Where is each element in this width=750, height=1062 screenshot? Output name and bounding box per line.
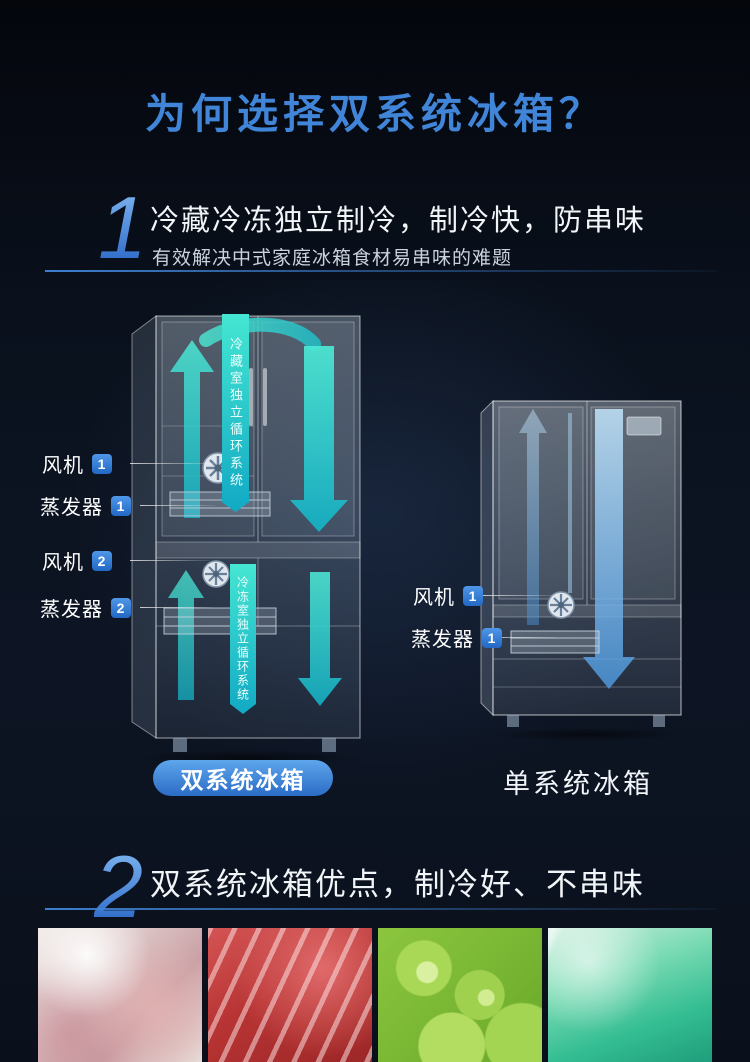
freezer-circulation-ribbon: 冷冻室独立循环系统 bbox=[230, 564, 256, 714]
evaporator-icon-2 bbox=[163, 607, 277, 635]
leader-line bbox=[130, 560, 210, 561]
leader-line bbox=[488, 637, 556, 638]
airflow-down-arrow bbox=[290, 346, 348, 532]
callout-single-evaporator-1: 蒸发器 1 bbox=[411, 623, 502, 652]
airflow-arrows bbox=[519, 409, 635, 689]
fridge-floor-shadow bbox=[488, 728, 688, 741]
callout-label: 风机 bbox=[42, 552, 84, 574]
callout-label: 蒸发器 bbox=[40, 497, 103, 519]
leader-line bbox=[478, 595, 558, 596]
airflow-top-arc bbox=[199, 317, 321, 351]
callout-single-fan-1: 风机 1 bbox=[413, 581, 483, 610]
section-1-heading: 冷藏冷冻独立制冷，制冷快，防串味 bbox=[150, 205, 647, 237]
callout-number-badge: 1 bbox=[482, 627, 502, 648]
section-2-divider bbox=[45, 908, 717, 910]
leader-line bbox=[140, 607, 212, 608]
fan-icon-2 bbox=[202, 560, 230, 588]
callout-number-badge: 2 bbox=[111, 597, 131, 618]
section-1-subheading: 有效解决中式家庭冰箱食材易串味的难题 bbox=[152, 248, 513, 269]
airflow-up-arrow bbox=[519, 409, 547, 625]
section-2-heading: 双系统冰箱优点，制冷好、不串味 bbox=[150, 867, 645, 902]
single-fridge-svg bbox=[480, 399, 682, 727]
frozen-green-image bbox=[548, 928, 712, 1062]
airflow-up-arrow bbox=[170, 340, 214, 518]
control-panel bbox=[626, 416, 662, 436]
fridge-circulation-ribbon: 冷藏室独立循环系统 bbox=[222, 314, 249, 512]
leader-line bbox=[140, 505, 215, 506]
callout-fan-2: 风机 2 bbox=[42, 546, 112, 575]
dual-system-fridge-illustration: 冷藏室独立循环系统 冷冻室独立循环系统 bbox=[118, 306, 378, 766]
airflow-up-arrow bbox=[168, 570, 204, 700]
callout-evaporator-1: 蒸发器 1 bbox=[40, 491, 131, 520]
callout-number-badge: 1 bbox=[463, 585, 483, 606]
fridge-body bbox=[480, 399, 682, 727]
section-2-number: 2 bbox=[94, 837, 143, 936]
green-grapes-image bbox=[378, 928, 542, 1062]
frozen-fish-image bbox=[38, 928, 202, 1062]
airflow-down-arrow bbox=[298, 572, 342, 706]
single-system-caption: 单系统冰箱 bbox=[503, 769, 653, 799]
airflow-down-arrow bbox=[583, 409, 635, 689]
callout-evaporator-2: 蒸发器 2 bbox=[40, 593, 131, 622]
food-gallery bbox=[38, 928, 712, 1062]
freezer-airflow-arrows bbox=[168, 570, 342, 706]
callout-label: 风机 bbox=[42, 455, 84, 477]
evaporator-icon bbox=[510, 630, 600, 654]
dual-system-caption: 双系统冰箱 bbox=[153, 760, 333, 796]
fridge-airflow-arrows bbox=[170, 317, 348, 532]
marbled-beef-image bbox=[208, 928, 372, 1062]
section-1-number: 1 bbox=[98, 178, 147, 277]
callout-label: 蒸发器 bbox=[411, 629, 474, 651]
callout-number-badge: 1 bbox=[111, 495, 131, 516]
callout-label: 蒸发器 bbox=[40, 599, 103, 621]
fan-icon bbox=[547, 591, 575, 619]
section-1-divider bbox=[45, 270, 717, 272]
evaporator-icon-1 bbox=[169, 491, 271, 517]
page-title: 为何选择双系统冰箱？ bbox=[145, 91, 605, 137]
callout-number-badge: 1 bbox=[92, 453, 112, 474]
single-system-fridge-illustration bbox=[475, 393, 695, 743]
callout-label: 风机 bbox=[413, 587, 455, 609]
callout-number-badge: 2 bbox=[92, 550, 112, 571]
callout-fan-1: 风机 1 bbox=[42, 449, 112, 478]
leader-line bbox=[130, 463, 215, 464]
